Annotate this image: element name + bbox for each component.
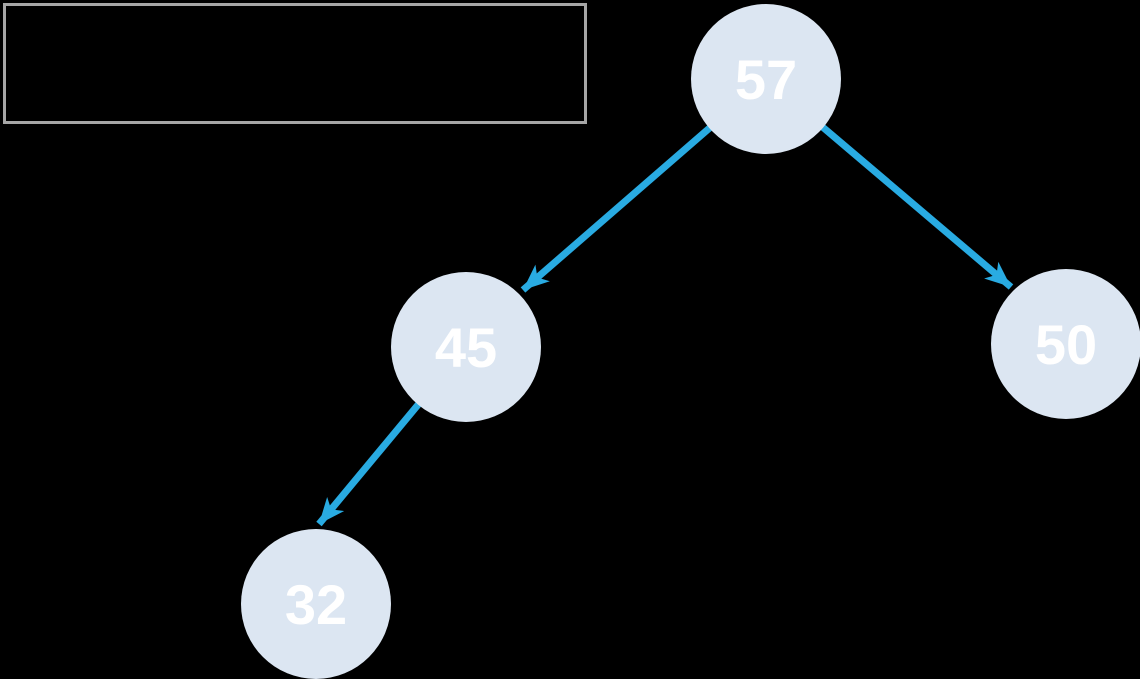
tree-node-57: 57 bbox=[691, 4, 841, 154]
tree-node-32: 32 bbox=[241, 529, 391, 679]
tree-node-label: 45 bbox=[434, 315, 498, 379]
tree-node-label: 32 bbox=[284, 572, 348, 636]
tree-node-45: 45 bbox=[391, 272, 541, 422]
tree-node-50: 50 bbox=[991, 269, 1140, 419]
tree-node-label: 57 bbox=[734, 47, 798, 111]
tree-node-label: 50 bbox=[1034, 312, 1098, 376]
caption-box bbox=[3, 3, 587, 124]
